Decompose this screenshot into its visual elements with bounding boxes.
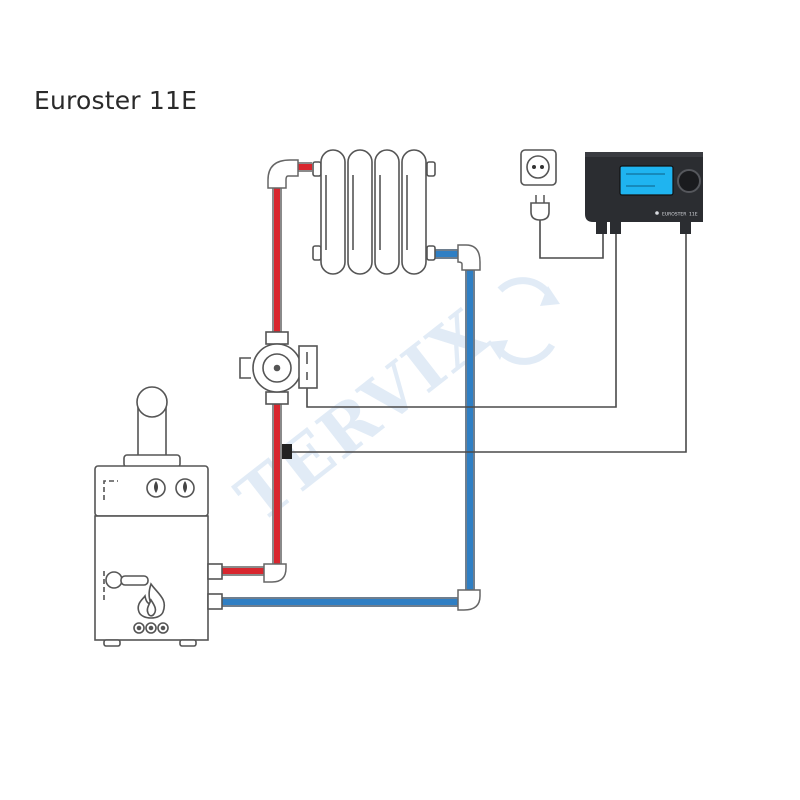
watermark-text: TERVIX <box>222 293 504 537</box>
controller-model-mark: 11E <box>689 212 698 218</box>
power-socket-icon <box>520 149 557 186</box>
control-wires <box>290 218 687 453</box>
controller-icon: EUROSTER 11E <box>585 152 703 234</box>
controller-brand-mark: EUROSTER <box>662 212 686 218</box>
boiler-gauge-icon <box>175 478 195 498</box>
controller-display <box>619 165 674 196</box>
return-pipe <box>222 249 475 607</box>
circulation-pump-icon <box>239 331 318 405</box>
watermark-arrows-icon <box>488 277 560 365</box>
page-title: Euroster 11E <box>34 86 198 115</box>
temperature-sensor-icon <box>282 444 292 459</box>
boiler-icon <box>94 386 223 647</box>
power-plug-icon <box>530 195 550 221</box>
boiler-door-handle <box>105 571 123 589</box>
radiator-icon <box>312 149 436 275</box>
pipe-elbows <box>263 159 481 611</box>
boiler-gauge-icon <box>146 478 166 498</box>
controller-knob <box>677 169 701 193</box>
